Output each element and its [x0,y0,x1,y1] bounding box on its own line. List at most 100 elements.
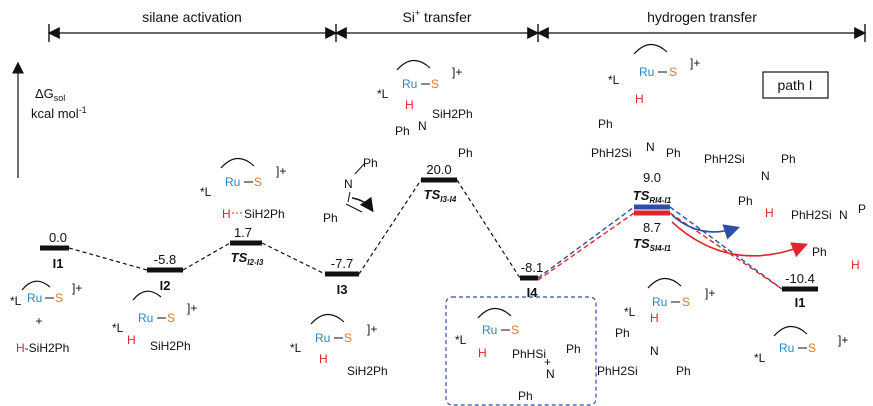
svg-text:Ph: Ph [615,326,630,340]
svg-text:S: S [254,175,262,189]
path-label: path I [777,77,812,93]
svg-text:H: H [405,98,414,112]
svg-text:N: N [839,208,848,222]
svg-text:Ph: Ph [666,146,681,160]
svg-text:N: N [761,169,770,183]
svg-text:Ru: Ru [779,341,794,355]
svg-text:*L: *L [455,333,467,347]
svg-text:]+: ]+ [705,286,715,300]
energy-TS-RI4-I1: 9.0 [643,170,661,185]
svg-text:N: N [650,344,659,358]
svg-text:SiH2Ph: SiH2Ph [244,207,285,221]
structure-TS-I3-I4: *L Ru S ]+ H SiH2Ph Ph N Ph [377,59,473,160]
label-I3: I3 [337,282,348,297]
svg-text:Ph: Ph [566,342,581,356]
svg-text:Ru: Ru [27,291,42,305]
svg-text:PhHSi: PhHSi [512,347,546,361]
label-I1-start: I1 [53,256,64,271]
svg-text:*L: *L [608,73,620,87]
svg-text:]+: ]+ [690,56,700,70]
svg-text:]+: ]+ [72,281,82,295]
header-hydrogen-transfer: hydrogen transfer [647,9,757,25]
structure-R-product: PhH2Si N Ph Ph H [704,152,796,220]
svg-text:]+: ]+ [187,301,197,315]
arrow-to-S-product [671,221,808,258]
svg-text:PhH2Si: PhH2Si [597,364,638,378]
svg-text:*L: *L [112,321,124,335]
svg-text:]+: ]+ [276,164,286,178]
axis-label-delta-g: ΔGsol [35,86,65,103]
label-I4: I4 [527,285,539,300]
svg-text:Ph: Ph [781,152,796,166]
energy-I4: -8.1 [521,260,543,275]
svg-text:Ph: Ph [598,117,613,131]
svg-text:Ph: Ph [738,194,753,208]
label-TS-RI4-I1: TSRI4-I1 [633,188,672,205]
svg-text:Ru: Ru [639,65,654,79]
svg-text:Ph: Ph [812,245,827,259]
svg-text:S: S [669,65,677,79]
silane-reagent: H-SiH2Ph [16,341,69,355]
svg-text:S: S [344,331,352,345]
svg-text:*L: *L [200,185,212,199]
svg-text:P: P [858,202,866,216]
header-silane-activation: silane activation [142,9,242,25]
svg-text:+: + [544,355,551,369]
energy-values: 0.0 -5.8 1.7 -7.7 20.0 -8.1 9.0 8.7 -10.… [49,162,815,286]
connectors [68,179,521,279]
svg-text:SiH2Ph: SiH2Ph [347,364,388,378]
structure-I1-start: *L Ru S ]+ + H-SiH2Ph [10,280,82,355]
svg-text:*L: *L [624,305,636,319]
label-TS-SI4-I1: TSSI4-I1 [633,236,672,253]
svg-text:S: S [431,77,439,91]
svg-text:Ru: Ru [315,331,330,345]
header-si-transfer: Si+ transfer [402,8,471,25]
energy-TS-I3-I4: 20.0 [426,162,451,177]
energy-I1-start: 0.0 [49,230,67,245]
svg-text:S: S [511,323,519,337]
svg-text:Ph: Ph [323,211,338,225]
arrow-to-R-product [671,214,741,240]
svg-text:*L: *L [10,294,22,308]
structure-I4: *L Ru S H PhHSi Ph N + Ph [455,307,581,403]
svg-text:Ph: Ph [518,389,533,403]
energy-I1-end: -10.4 [785,271,815,286]
label-TS-I2-I3: TSI2-I3 [231,250,264,267]
energy-TS-I2-I3: 1.7 [234,225,252,240]
svg-text:S: S [55,291,63,305]
svg-text:N: N [418,119,427,133]
svg-text:Ph: Ph [458,146,473,160]
svg-text:H: H [478,346,487,360]
svg-text:PhH2Si: PhH2Si [704,152,745,166]
label-I2: I2 [160,278,171,293]
svg-text:+: + [35,314,42,328]
svg-text:N: N [344,177,353,191]
svg-text:Ph: Ph [676,364,691,378]
svg-text:PhH2Si: PhH2Si [591,146,632,160]
svg-text:]+: ]+ [452,65,462,79]
svg-text:*L: *L [290,341,302,355]
structure-TS-SI4-I1: *L Ru S ]+ H Ph N PhH2Si Ph [597,277,715,378]
structure-I2: *L Ru S ]+ H SiH2Ph [112,290,197,353]
axis-label-unit: kcal mol-1 [31,105,87,121]
path-label-box: path I [762,71,829,99]
svg-text:Ph: Ph [395,124,410,138]
svg-text:H: H [635,92,644,106]
structure-TS-RI4-I1: *L Ru S ]+ H Ph PhH2Si N Ph [591,43,700,160]
label-TS-I3-I4: TSI3-I4 [424,187,457,204]
structure-TS-I2-I3: *L Ru S ]+ H SiH2Ph [200,157,286,221]
svg-text:]+: ]+ [367,322,377,336]
svg-text:Ph: Ph [363,156,378,170]
structure-I1-end: *L Ru S ]+ [754,325,848,365]
state-labels: I1 I2 TSI2-I3 I3 TSI3-I4 I4 TSRI4-I1 TSS… [53,187,806,310]
svg-text:]+: ]+ [838,333,848,347]
svg-text:S: S [167,311,175,325]
svg-text:H: H [765,206,774,220]
svg-text:H: H [127,333,136,347]
svg-text:*L: *L [377,87,389,101]
structure-S-product: PhH2Si N P Ph H [791,202,866,272]
hydrogen-transfer-connectors [537,206,783,290]
svg-text:Ru: Ru [225,175,240,189]
